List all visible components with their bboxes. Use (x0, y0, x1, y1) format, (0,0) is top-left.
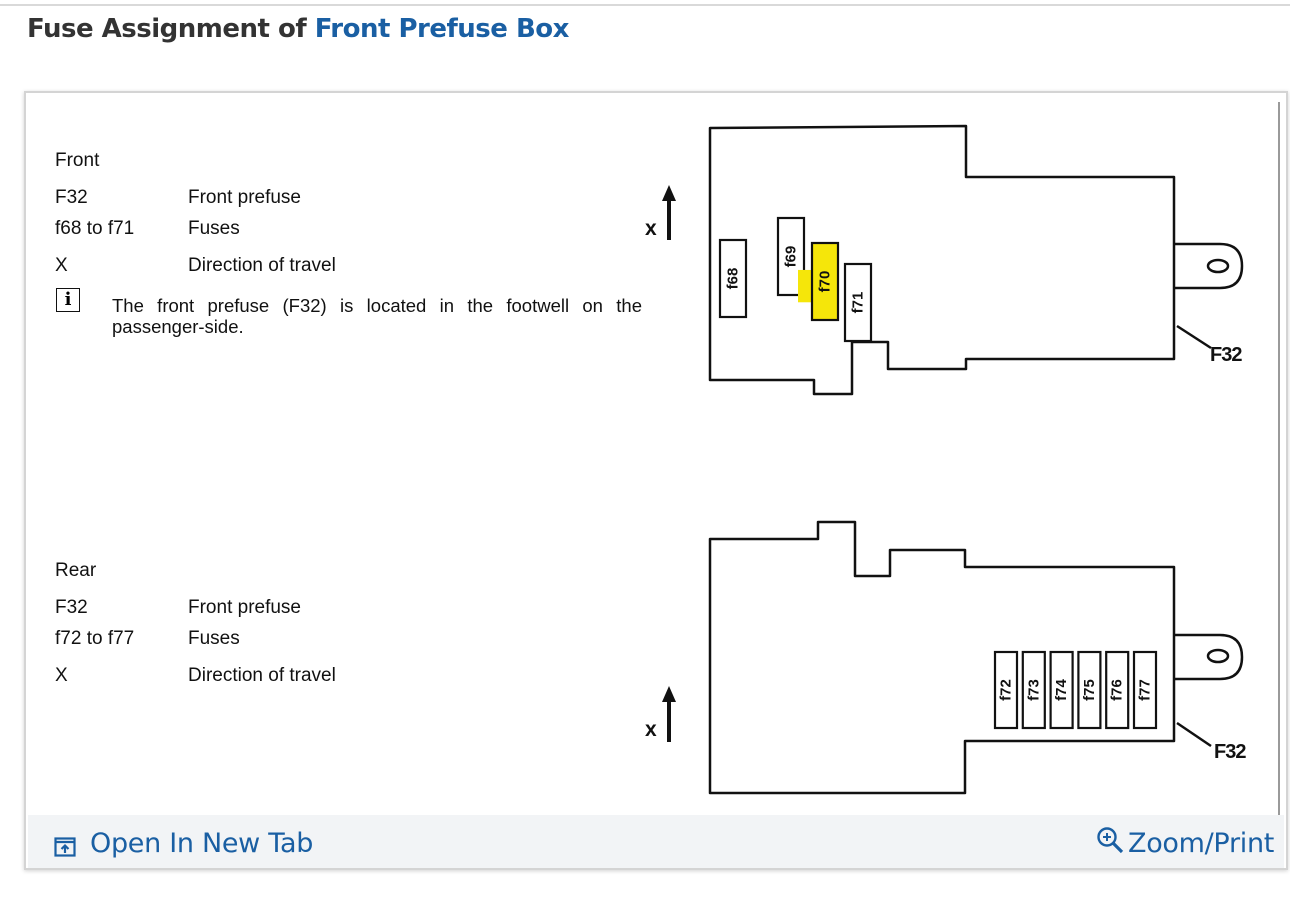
legend-key: X (55, 255, 68, 276)
legend-desc: Fuses (188, 628, 240, 649)
top-divider (0, 4, 1290, 6)
card-footer: Open In New Tab Zoom/Print (28, 815, 1284, 868)
fuse-label: f71 (850, 292, 867, 314)
fuse-label: f70 (817, 271, 834, 293)
legend-key: F32 (55, 597, 88, 618)
fuse-rect (1077, 650, 1102, 730)
fuse-f68: f68 (718, 238, 748, 319)
fuse-rect (993, 650, 1019, 730)
open-in-new-tab-label[interactable]: Open In New Tab (90, 828, 314, 859)
rear-box-outline (708, 520, 1176, 795)
legend-key: F32 (55, 187, 88, 208)
front-note: The front prefuse (F32) is located in th… (112, 295, 642, 337)
fuse-label: f75 (1081, 679, 1098, 701)
front-fuses: f68 f69 f70 f71 (718, 216, 873, 343)
front-f32-label: F32 (1210, 344, 1242, 366)
fuse-label: f68 (725, 268, 742, 290)
fuse-f77: f77 (1132, 650, 1158, 730)
zoom-in-icon (1097, 827, 1124, 854)
legend-key: X (55, 665, 68, 686)
fuse-rect (810, 241, 840, 322)
fuse-f69: f69 (776, 216, 806, 297)
legend-key: f72 to f77 (55, 628, 135, 649)
fuse-rect (1132, 650, 1158, 730)
fuse-f74: f74 (1049, 650, 1074, 730)
fuse-label: f73 (1025, 679, 1042, 701)
info-icon: i (56, 288, 80, 312)
card-body: Front F32 Front prefuse f68 to f71 Fuses… (28, 96, 1284, 818)
front-heading: Front (55, 150, 100, 171)
legend-desc: Front prefuse (188, 187, 301, 208)
fuse-rect (776, 216, 806, 297)
fuse-label: f72 (998, 679, 1015, 701)
rear-bracket-hole (1206, 648, 1230, 664)
rear-direction-label: x (645, 718, 657, 741)
front-fuse-box-diagram: x F32 f68 f69 f70 f71 (645, 124, 1244, 396)
front-direction-arrow (662, 185, 676, 240)
rear-bracket (1174, 633, 1244, 681)
page-title-prefix: Fuse Assignment of (27, 14, 315, 44)
legend-desc: Front prefuse (188, 597, 301, 618)
rear-direction-arrow (662, 686, 676, 742)
fuse-f75: f75 (1077, 650, 1102, 730)
fuse-rect (718, 238, 748, 319)
legend-desc: Fuses (188, 218, 240, 239)
rear-f32-leader (1176, 721, 1212, 748)
rear-fuse-box-diagram: x F32 f72 f73 f74 f75 f76 f77 (645, 520, 1247, 795)
front-bracket (1174, 242, 1244, 290)
fuse-label: f77 (1137, 679, 1154, 701)
front-box-outline (708, 124, 1176, 396)
fuse-f70: f70 (798, 241, 840, 322)
open-in-new-tab-icon (54, 837, 76, 857)
fuse-f72: f72 (993, 650, 1019, 730)
legend-desc: Direction of travel (188, 665, 336, 686)
front-bracket-hole (1206, 258, 1230, 274)
diagram-card: Front F32 Front prefuse f68 to f71 Fuses… (24, 91, 1288, 870)
fuse-f76: f76 (1105, 650, 1130, 730)
fuse-f71: f71 (843, 262, 873, 343)
rear-heading: Rear (55, 560, 97, 581)
front-f32-leader (1176, 324, 1212, 350)
rear-fuses: f72 f73 f74 f75 f76 f77 (993, 650, 1158, 730)
card-inner-border (1278, 102, 1280, 818)
page-title-highlight: Front Prefuse Box (314, 14, 570, 44)
zoom-print-label[interactable]: Zoom/Print (1128, 828, 1275, 859)
fuse-rect (1105, 650, 1130, 730)
fuse-label: f76 (1109, 679, 1126, 701)
front-direction-label: x (645, 217, 657, 240)
rear-f32-label: F32 (1214, 741, 1246, 763)
page-title: Fuse Assignment of Front Prefuse Box (27, 14, 569, 44)
fuse-rect (1049, 650, 1074, 730)
fuse-label: f69 (783, 246, 800, 268)
fuse-rect (843, 262, 873, 343)
zoom-print-button[interactable]: Zoom/Print (1084, 815, 1284, 868)
fuse-rect (1021, 650, 1046, 730)
legend-desc: Direction of travel (188, 255, 336, 276)
fuse-f73: f73 (1021, 650, 1046, 730)
fuse-label: f74 (1053, 679, 1070, 701)
legend-key: f68 to f71 (55, 218, 135, 239)
